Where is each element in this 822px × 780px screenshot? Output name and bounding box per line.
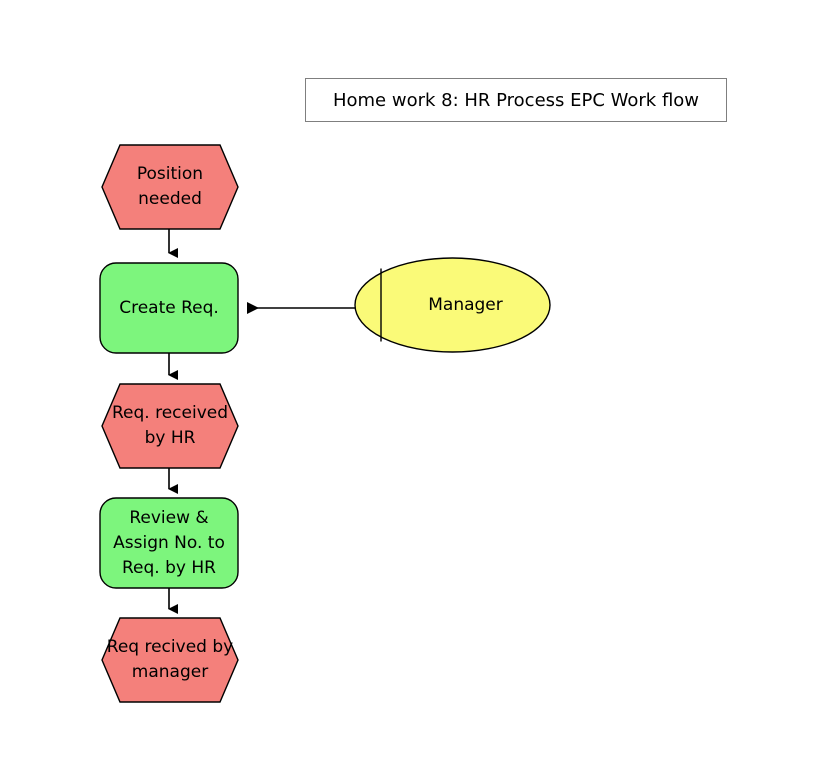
node-position-needed[interactable] xyxy=(101,144,239,230)
node-manager[interactable] xyxy=(354,257,551,353)
manager-ellipse xyxy=(354,257,551,353)
node-req-recived-by-manager[interactable] xyxy=(101,617,239,703)
node-req-received-by-hr[interactable] xyxy=(101,383,239,469)
edge-group xyxy=(168,229,357,614)
node-create-req[interactable] xyxy=(99,262,239,354)
page-title: Home work 8: HR Process EPC Work flow xyxy=(332,89,700,111)
diagram-title-box: Home work 8: HR Process EPC Work flow xyxy=(305,78,727,122)
node-review-assign-req[interactable] xyxy=(99,497,239,589)
